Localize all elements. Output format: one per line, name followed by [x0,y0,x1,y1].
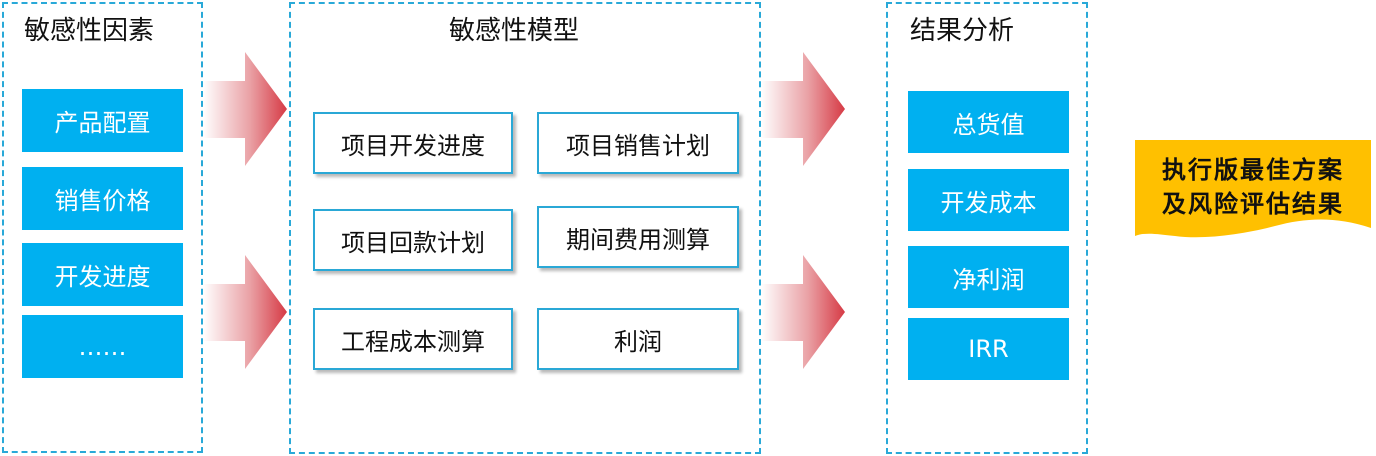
factors-panel [2,2,203,453]
results-panel-title: 结果分析 [910,16,1015,46]
flow-arrow-icon [761,255,845,369]
output-note-line2: 及风险评估结果 [1162,189,1344,218]
factor-item-sales-price: 销售价格 [22,167,183,230]
model-item-dev-schedule: 项目开发进度 [313,112,513,174]
model-panel [289,2,761,454]
factors-panel-title: 敏感性因素 [24,16,155,46]
model-item-engineering-cost: 工程成本测算 [313,308,513,370]
result-item-irr: IRR [908,318,1069,380]
result-item-dev-cost: 开发成本 [908,169,1069,231]
results-panel [886,2,1088,454]
flow-arrow-icon [203,52,287,166]
model-panel-title: 敏感性模型 [449,16,580,46]
factor-item-more: …… [22,315,183,378]
result-item-net-profit: 净利润 [908,246,1069,308]
flow-arrow-icon [203,255,287,369]
flow-arrow-icon [761,52,845,166]
note-shape [1135,140,1371,238]
result-item-total-value: 总货值 [908,91,1069,153]
output-note: 执行版最佳方案 及风险评估结果 [1135,140,1371,242]
model-item-sales-plan: 项目销售计划 [537,112,739,174]
factor-item-product-config: 产品配置 [22,89,183,152]
model-item-profit: 利润 [537,308,739,370]
model-item-collection-plan: 项目回款计划 [313,209,513,271]
output-note-line1: 执行版最佳方案 [1162,155,1344,184]
model-item-period-expense: 期间费用测算 [537,206,739,268]
factor-item-dev-schedule: 开发进度 [22,243,183,306]
